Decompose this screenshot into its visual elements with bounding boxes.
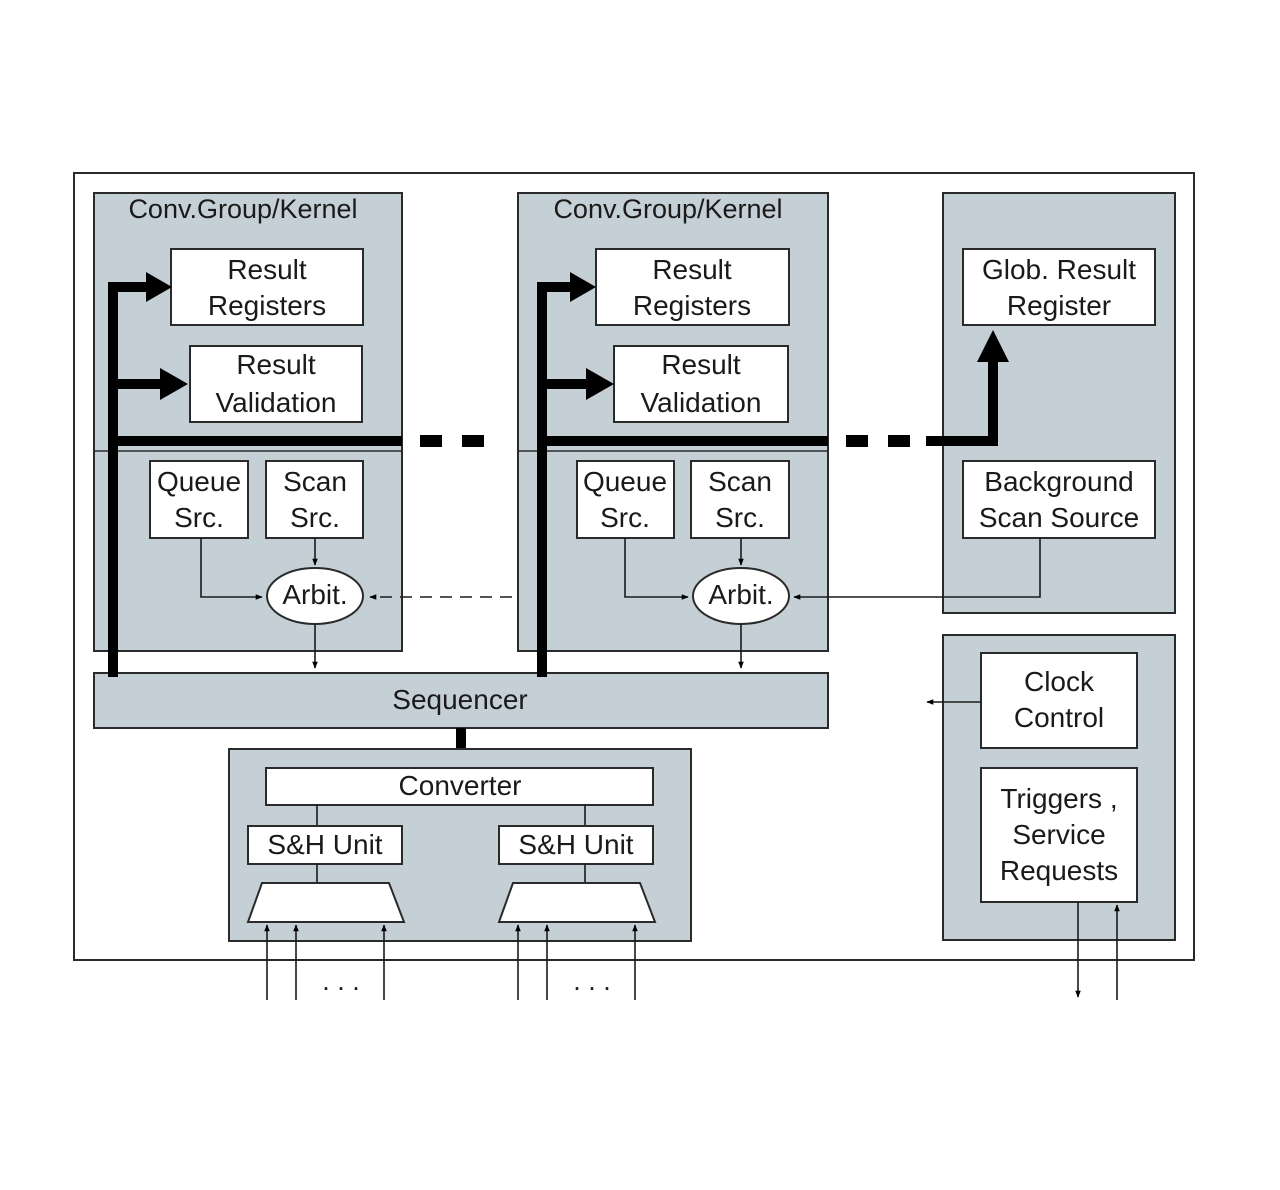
triggers-label-a: Triggers , [1000,783,1117,814]
result-validation-box-2 [613,345,789,423]
queue-src-box-1 [149,460,249,539]
converter-block: Converter S&H Unit S&H Unit [228,748,692,942]
result-bus-2 [537,272,828,677]
queue-src-box-2 [576,460,675,539]
background-to-arbiter-2 [793,538,1041,600]
background-scan-source-label-b: Scan Source [979,502,1139,533]
conv-group-1: Conv.Group/Kernel Result Registers Resul… [93,192,403,669]
result-validation-label-2a: Result [661,349,741,380]
result-validation-label-1a: Result [236,349,316,380]
triggers-box [980,767,1138,903]
sh-unit-label-2: S&H Unit [518,829,633,860]
result-registers-box-1 [170,248,364,326]
scan-src-label-1b: Src. [290,502,340,533]
triggers-label-c: Requests [1000,855,1118,886]
sh-unit-box-1 [247,825,403,865]
queue-to-arbiter-2 [624,538,689,600]
scan-src-label-2a: Scan [708,466,772,497]
control-panel: Clock Control Triggers , Service Request… [942,634,1176,941]
queue-src-label-2b: Src. [600,502,650,533]
result-validation-box-1 [189,345,363,423]
sequencer-label: Sequencer [392,684,527,715]
analog-inputs: . . . . . . [264,924,638,1000]
input-ellipsis-2: . . . [573,966,611,996]
glob-result-register-label-a: Glob. Result [982,254,1136,285]
result-registers-box-2 [595,248,790,326]
clock-control-box [980,652,1138,749]
conv-group-1-title: Conv.Group/Kernel [128,194,357,224]
mux-1 [246,882,406,923]
scan-src-label-2b: Src. [715,502,765,533]
result-validation-label-1b: Validation [216,387,337,418]
sh-unit-box-2 [498,825,654,865]
glob-result-register-box [962,248,1156,326]
result-bus-1 [108,272,402,677]
background-scan-source-label-a: Background [984,466,1133,497]
result-validation-label-2b: Validation [641,387,762,418]
global-panel: Glob. Result Register Background Scan So… [942,192,1176,614]
scan-src-label-1a: Scan [283,466,347,497]
glob-result-register-label-b: Register [1007,290,1111,321]
queue-to-arbiter-1 [200,538,263,600]
queue-src-label-1a: Queue [157,466,241,497]
result-bus-global [926,330,1009,446]
input-ellipsis-1: . . . [322,966,360,996]
result-registers-label-2a: Result [652,254,732,285]
scan-src-box-2 [690,460,790,539]
sequencer-box [93,672,829,729]
scan-src-box-1 [265,460,364,539]
background-scan-source-box [962,460,1156,539]
result-registers-label-1b: Registers [208,290,326,321]
clock-control-label-b: Control [1014,702,1104,733]
result-registers-label-1a: Result [227,254,307,285]
clock-control-label-a: Clock [1024,666,1095,697]
converter-box [265,767,654,806]
converter-label: Converter [399,770,522,801]
mux-2 [497,882,657,923]
arbiter-label-2: Arbit. [708,579,773,610]
result-registers-label-2b: Registers [633,290,751,321]
queue-src-label-1b: Src. [174,502,224,533]
conv-group-2: Conv.Group/Kernel Result Registers Resul… [517,192,829,669]
queue-src-label-2a: Queue [583,466,667,497]
arbiter-label-1: Arbit. [282,579,347,610]
triggers-label-b: Service [1012,819,1105,850]
sh-unit-label-1: S&H Unit [267,829,382,860]
conv-group-2-title: Conv.Group/Kernel [553,194,782,224]
